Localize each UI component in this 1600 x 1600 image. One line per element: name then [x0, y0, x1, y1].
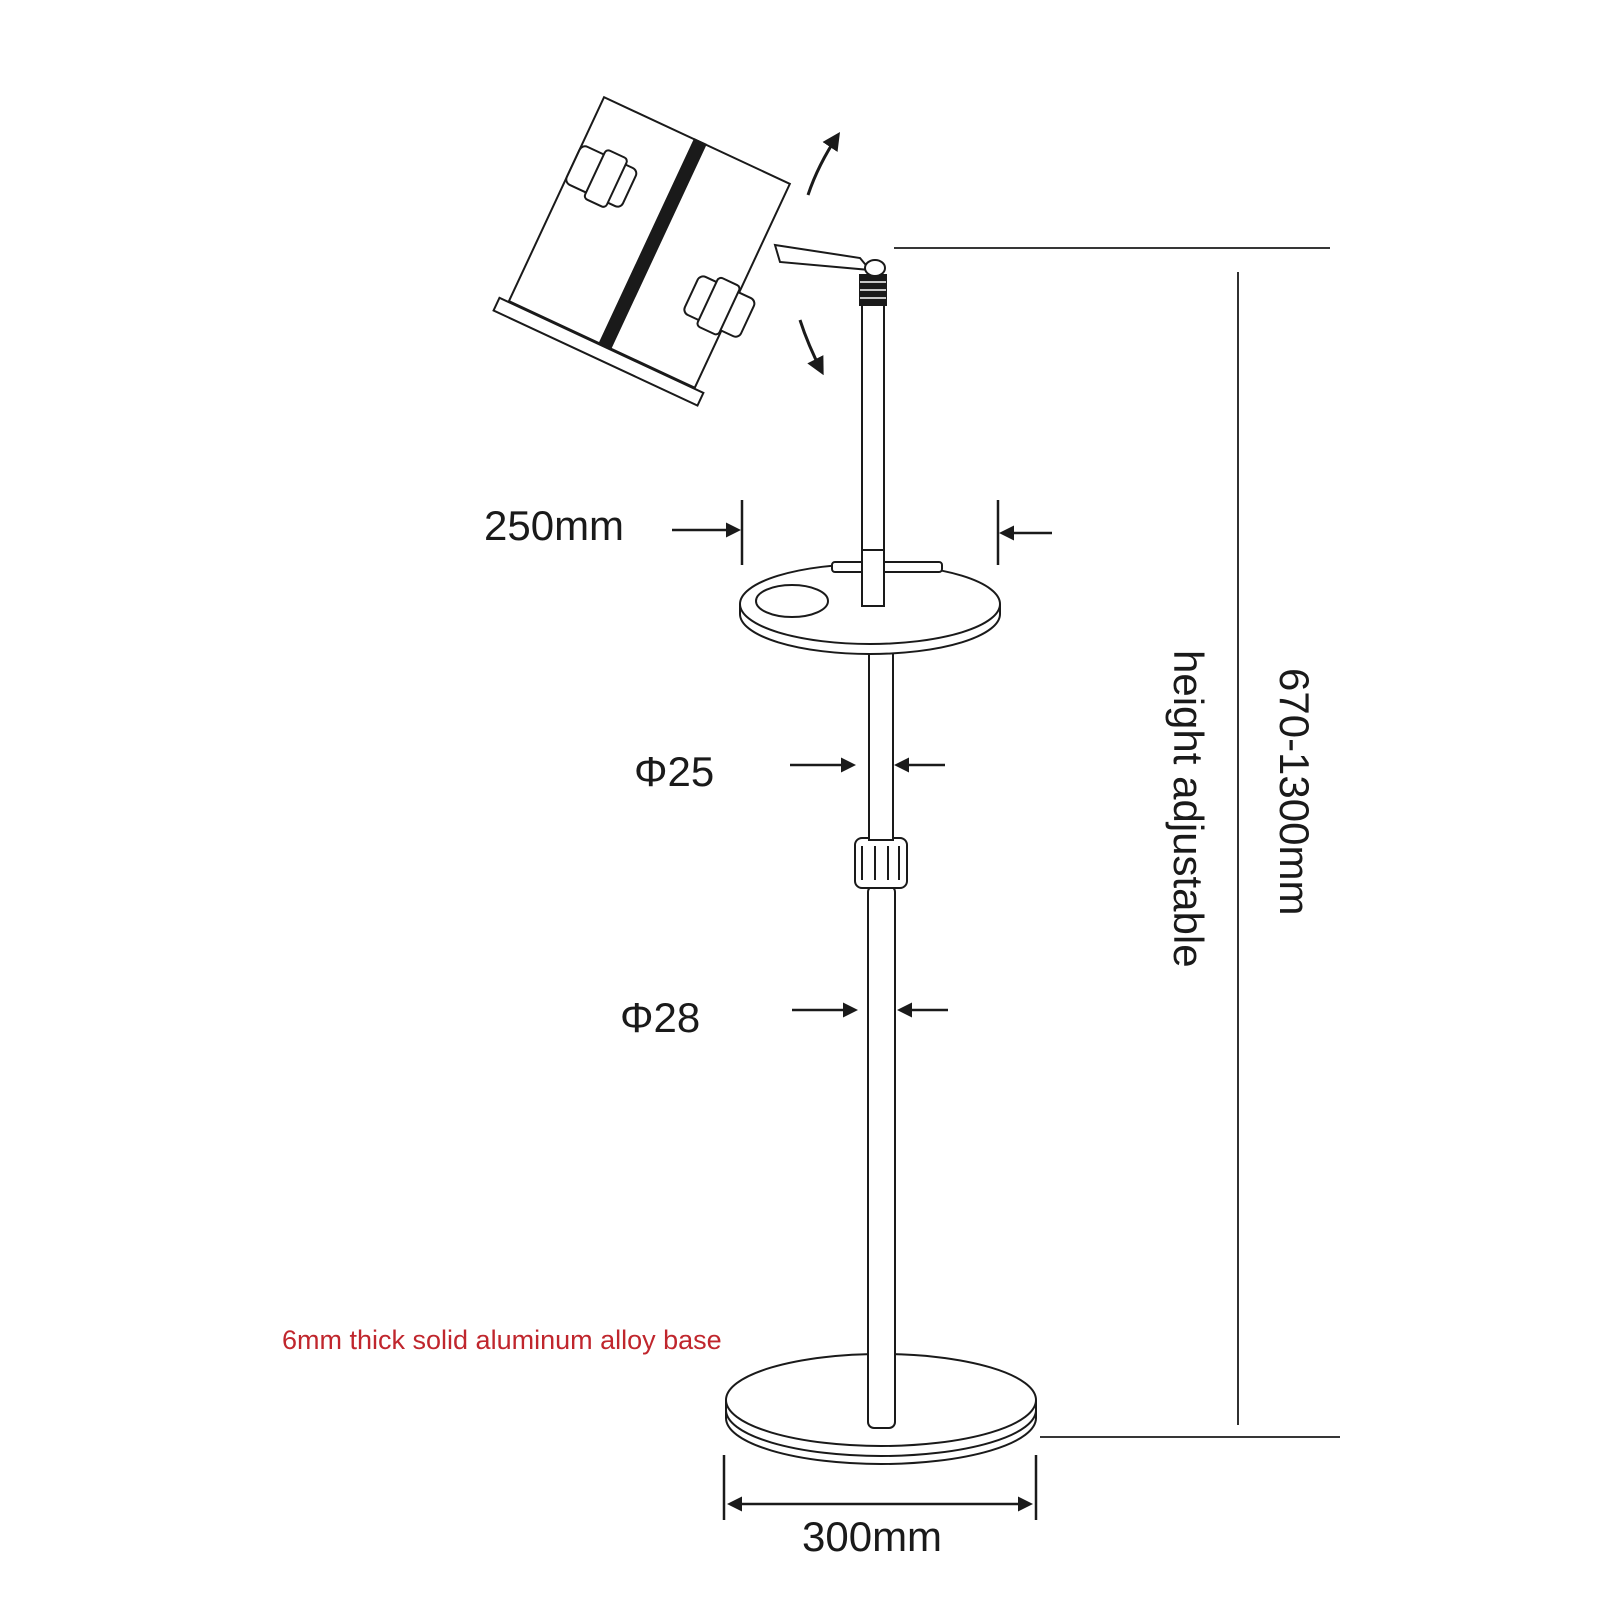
- lower-tube-diameter-label: Φ28: [620, 994, 701, 1041]
- tablet-holder: [492, 95, 792, 407]
- round-tray: [739, 549, 1001, 655]
- rotation-arrows: [798, 132, 840, 376]
- height-adjustable-label: height adjustable: [1165, 650, 1212, 968]
- tray-width-label: 250mm: [484, 502, 625, 549]
- base-material-note: 6mm thick solid aluminum alloy base: [282, 1325, 722, 1355]
- height-range-label: 670-1300mm: [1271, 668, 1318, 916]
- height-dimension: [894, 247, 1340, 1438]
- swivel-joint: [773, 243, 887, 306]
- lower-tube: [867, 885, 896, 1429]
- base-width-label: 300mm: [802, 1513, 943, 1560]
- tray-width-dimension: [672, 500, 1052, 565]
- height-lock-clamp: [854, 837, 908, 889]
- base-width-dimension: [722, 1455, 1038, 1520]
- upper-tube-diameter-label: Φ25: [634, 748, 715, 795]
